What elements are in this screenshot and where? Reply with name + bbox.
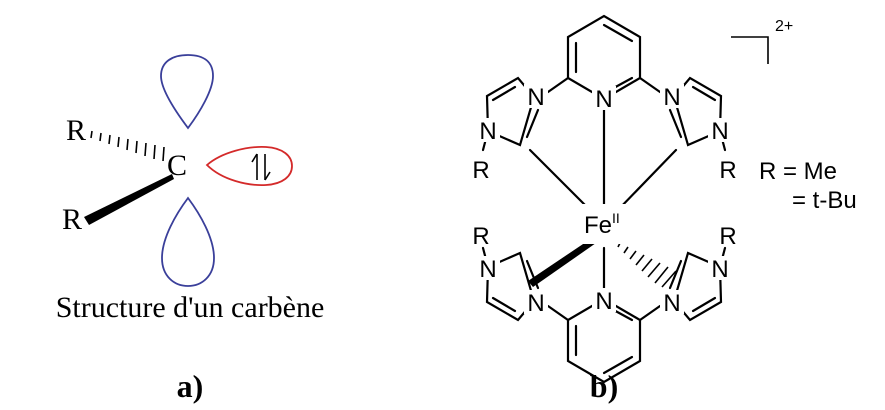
lone-pair-electrons bbox=[251, 153, 271, 181]
substituent-r-lower-right: R bbox=[719, 223, 736, 250]
imidazole-n-upper-left-alkyl: N bbox=[479, 118, 496, 145]
carbene-carbon-label: C bbox=[167, 149, 187, 182]
bond-fe-carbene-upper-left bbox=[528, 148, 594, 214]
substituent-r-top: R bbox=[66, 114, 86, 147]
p-orbital-bottom-lobe bbox=[161, 196, 215, 287]
wedge-bond-r-bottom bbox=[84, 174, 174, 225]
complex-charge: 2+ bbox=[775, 18, 793, 35]
iron-center-label: FeII bbox=[584, 210, 620, 239]
substituent-r-lower-left: R bbox=[472, 223, 489, 250]
legend-r-tert-butyl: = t-Bu bbox=[792, 187, 857, 214]
imidazole-n-upper-right-bridge: N bbox=[663, 84, 680, 111]
legend-r-methyl: R = Me bbox=[759, 158, 837, 185]
pyridine-n-top: N bbox=[595, 86, 612, 113]
bond-fe-carbene-upper-right bbox=[614, 148, 678, 214]
imidazole-n-lower-right-alkyl: N bbox=[711, 256, 728, 283]
imidazole-n-lower-left-bridge: N bbox=[527, 290, 544, 317]
hashed-bond-r-top bbox=[90, 130, 165, 162]
wedge-fe-carbene-lower-left bbox=[528, 238, 596, 287]
imidazole-n-lower-left-alkyl: N bbox=[479, 256, 496, 283]
lone-pair-orbital bbox=[205, 146, 293, 186]
substituent-r-bottom: R bbox=[62, 203, 82, 236]
pyridine-n-bottom: N bbox=[595, 288, 612, 315]
carbene-caption: Structure d'un carbène bbox=[56, 291, 325, 324]
imidazole-n-upper-right-alkyl: N bbox=[711, 118, 728, 145]
substituent-r-upper-right: R bbox=[719, 157, 736, 184]
hash-fe-carbene-lower-right bbox=[617, 242, 677, 288]
substituent-r-upper-left: R bbox=[472, 157, 489, 184]
p-orbital-top-lobe bbox=[160, 54, 214, 130]
panel-b-label: b) bbox=[590, 368, 618, 404]
charge-bracket bbox=[731, 36, 769, 64]
oxidation-state: II bbox=[612, 210, 620, 226]
panel-b: N N N N N N N N N N R R R R FeII 2+ R = … bbox=[472, 14, 857, 404]
panel-a-label: a) bbox=[177, 368, 204, 404]
panel-a: C R R Structure d'un carbène a) bbox=[56, 54, 325, 404]
imidazole-n-lower-right-bridge: N bbox=[663, 290, 680, 317]
imidazole-n-upper-left-bridge: N bbox=[527, 84, 544, 111]
